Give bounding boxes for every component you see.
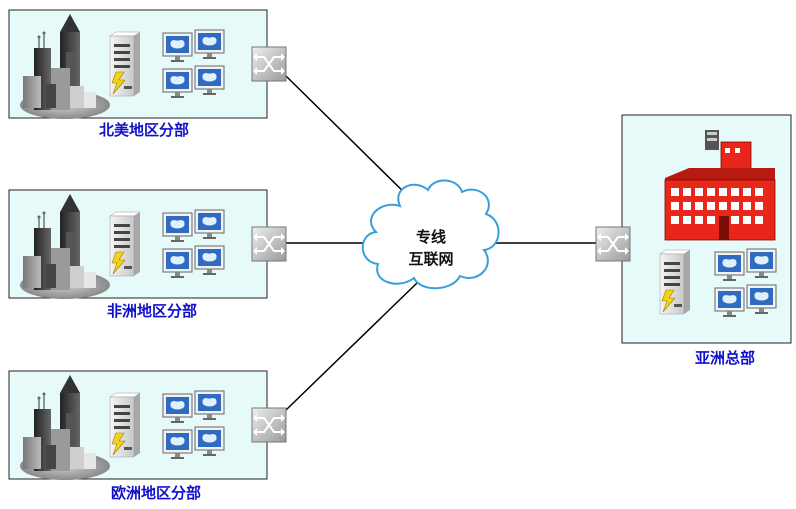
branch-label-africa: 非洲地区分部 bbox=[106, 302, 197, 320]
switch-icon bbox=[595, 226, 631, 262]
cloud-label-line1: 专线 bbox=[415, 228, 446, 246]
switch-icon bbox=[251, 407, 287, 443]
link-north-america bbox=[285, 75, 419, 207]
branch-europe bbox=[8, 370, 287, 481]
server-icon bbox=[109, 31, 141, 97]
switch-icon bbox=[251, 46, 287, 82]
hq-label: 亚洲总部 bbox=[694, 349, 755, 367]
server-icon bbox=[109, 211, 141, 277]
link-europe bbox=[285, 281, 419, 411]
cloud-label-line2: 互联网 bbox=[408, 250, 454, 268]
branch-label-europe: 欧洲地区分部 bbox=[110, 484, 201, 502]
headquarters bbox=[595, 114, 792, 344]
branch-north-america bbox=[8, 9, 287, 120]
headquarters-building-icon bbox=[664, 130, 776, 241]
server-icon bbox=[109, 392, 141, 458]
server-icon bbox=[659, 249, 691, 315]
cloud-icon bbox=[361, 179, 500, 290]
cloud-label: 专线 互联网 bbox=[396, 226, 466, 270]
branch-africa bbox=[8, 189, 287, 300]
link-lines bbox=[285, 75, 597, 411]
switch-icon bbox=[251, 226, 287, 262]
branch-label-north-america: 北美地区分部 bbox=[98, 121, 189, 139]
